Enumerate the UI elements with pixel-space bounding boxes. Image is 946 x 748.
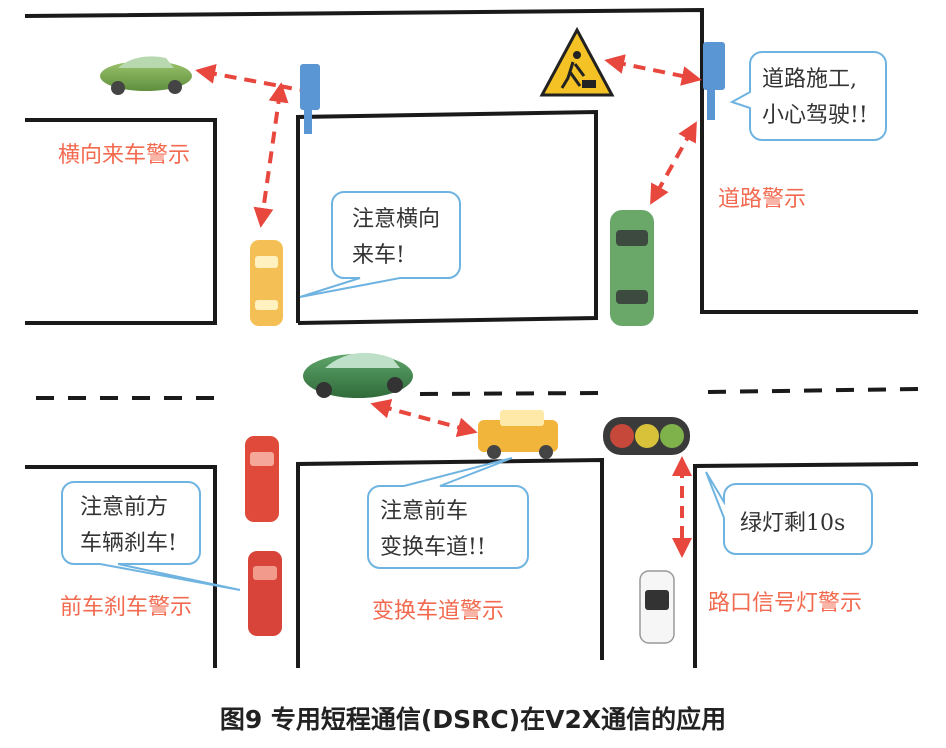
road-edges bbox=[24, 7, 919, 668]
car-red-front bbox=[245, 436, 279, 522]
car-green-topview bbox=[610, 210, 654, 326]
car-yellow-topview bbox=[250, 240, 283, 326]
bubble-line: 道路施工, bbox=[762, 67, 857, 92]
bubble-line: 小心驾驶!! bbox=[762, 103, 868, 128]
label-cross-traffic: 横向来车警示 bbox=[58, 143, 190, 168]
label-traffic-light: 路口信号灯警示 bbox=[708, 591, 862, 616]
traffic-light-icon bbox=[603, 417, 690, 455]
bubble-line: 注意前车 bbox=[380, 499, 468, 524]
label-road-warning: 道路警示 bbox=[718, 187, 806, 212]
bubble-traffic-light: 绿灯剩10s bbox=[705, 471, 873, 555]
car-yellow-suv bbox=[478, 410, 558, 459]
comm-arrows bbox=[195, 54, 702, 558]
roadside-unit-icon bbox=[300, 64, 320, 134]
bubble-line: 注意前方 bbox=[80, 495, 168, 520]
bubble-road-warning: 道路施工, 小心驾驶!! bbox=[729, 51, 887, 141]
bubble-line: 绿灯剩10s bbox=[740, 511, 845, 536]
bubble-line: 变换车道!! bbox=[380, 535, 486, 560]
bubble-line: 来车! bbox=[352, 243, 405, 268]
label-lane-change: 变换车道警示 bbox=[372, 599, 504, 624]
car-white bbox=[639, 570, 675, 644]
bubble-line: 注意横向 bbox=[352, 207, 440, 232]
car-green-topleft bbox=[100, 56, 192, 95]
bubble-lane-change: 注意前车 变换车道!! bbox=[367, 457, 529, 569]
figure-caption: 图9 专用短程通信(DSRC)在V2X通信的应用 bbox=[219, 705, 727, 734]
car-red-rear bbox=[248, 551, 282, 636]
lane-divider bbox=[36, 387, 919, 400]
construction-sign-icon bbox=[539, 26, 615, 97]
bubble-line: 车辆刹车! bbox=[80, 531, 177, 556]
bubble-front-braking: 注意前方 车辆刹车! bbox=[61, 481, 241, 591]
bubble-cross-traffic: 注意横向 来车! bbox=[299, 191, 461, 298]
label-front-braking: 前车刹车警示 bbox=[60, 595, 192, 620]
car-darkgreen-side bbox=[303, 352, 413, 398]
roadside-unit-icon bbox=[703, 42, 725, 120]
